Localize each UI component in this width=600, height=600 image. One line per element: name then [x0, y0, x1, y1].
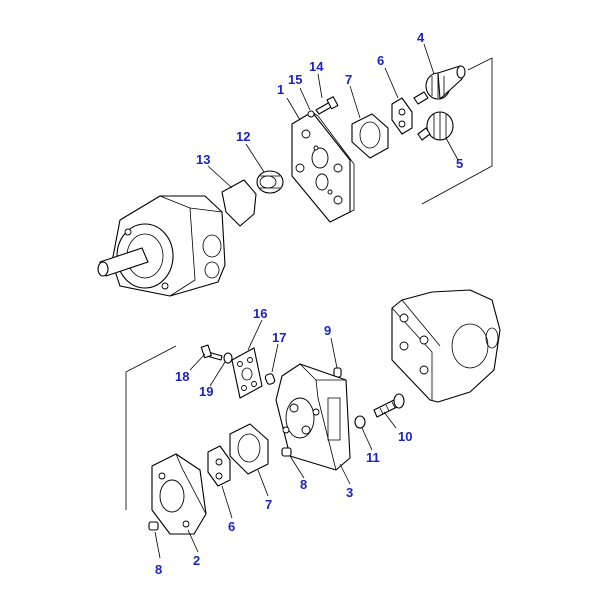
callout-2: 2	[193, 553, 200, 568]
callout-12: 12	[236, 129, 250, 144]
part-14-bolt	[315, 96, 339, 115]
callout-7-lower: 7	[265, 497, 272, 512]
callout-14: 14	[309, 59, 324, 74]
callout-labels: 1 2 3 4 5 6 6 7 7 8 8 9 10 11 12 13 14 1…	[155, 30, 463, 577]
part-4-drive-gear	[413, 65, 466, 105]
lower-pump-body	[391, 289, 501, 403]
upper-pump-body	[97, 195, 226, 297]
part-11-washer	[354, 415, 366, 429]
callout-13: 13	[196, 152, 210, 167]
callout-10: 10	[398, 429, 412, 444]
part-5-driven-gear	[417, 111, 454, 141]
part-8-left-pin	[148, 521, 159, 531]
callout-11: 11	[366, 450, 380, 465]
callout-5: 5	[456, 156, 463, 171]
callout-6-upper: 6	[377, 53, 384, 68]
callout-4: 4	[417, 30, 425, 45]
part-3-housing	[275, 363, 351, 471]
part-16-plate	[231, 347, 263, 399]
leader-lines	[154, 43, 459, 559]
part-7-lower-seal	[229, 423, 269, 475]
callout-15: 15	[288, 72, 302, 87]
part-7-upper-seal	[351, 113, 389, 159]
top-right-bracket-line	[421, 57, 493, 205]
part-15-washer	[307, 110, 315, 118]
frame-lines	[125, 57, 493, 510]
part-2-cover	[151, 453, 207, 535]
callout-7-upper: 7	[345, 72, 352, 87]
part-1-plate	[291, 111, 355, 223]
callout-17: 17	[272, 330, 286, 345]
callout-8-right: 8	[300, 477, 307, 492]
callout-16: 16	[253, 306, 267, 321]
part-17-dowel	[264, 373, 276, 385]
part-6-lower-plate	[207, 445, 231, 487]
part-6-upper-plate	[391, 97, 413, 135]
part-8-right-pin	[281, 447, 292, 457]
callout-9: 9	[324, 323, 331, 338]
bottom-left-bracket-line	[125, 345, 177, 510]
part-19-washer	[223, 352, 233, 364]
callout-1: 1	[277, 82, 284, 97]
callout-18: 18	[175, 369, 189, 384]
callout-8-left: 8	[155, 562, 162, 577]
part-12-bushing	[256, 170, 284, 194]
part-10-bolt	[373, 393, 405, 418]
callout-19: 19	[199, 384, 213, 399]
part-18-bolt	[200, 344, 223, 361]
callout-3: 3	[346, 485, 353, 500]
part-13-gasket	[221, 179, 257, 227]
callout-6-lower: 6	[228, 519, 235, 534]
